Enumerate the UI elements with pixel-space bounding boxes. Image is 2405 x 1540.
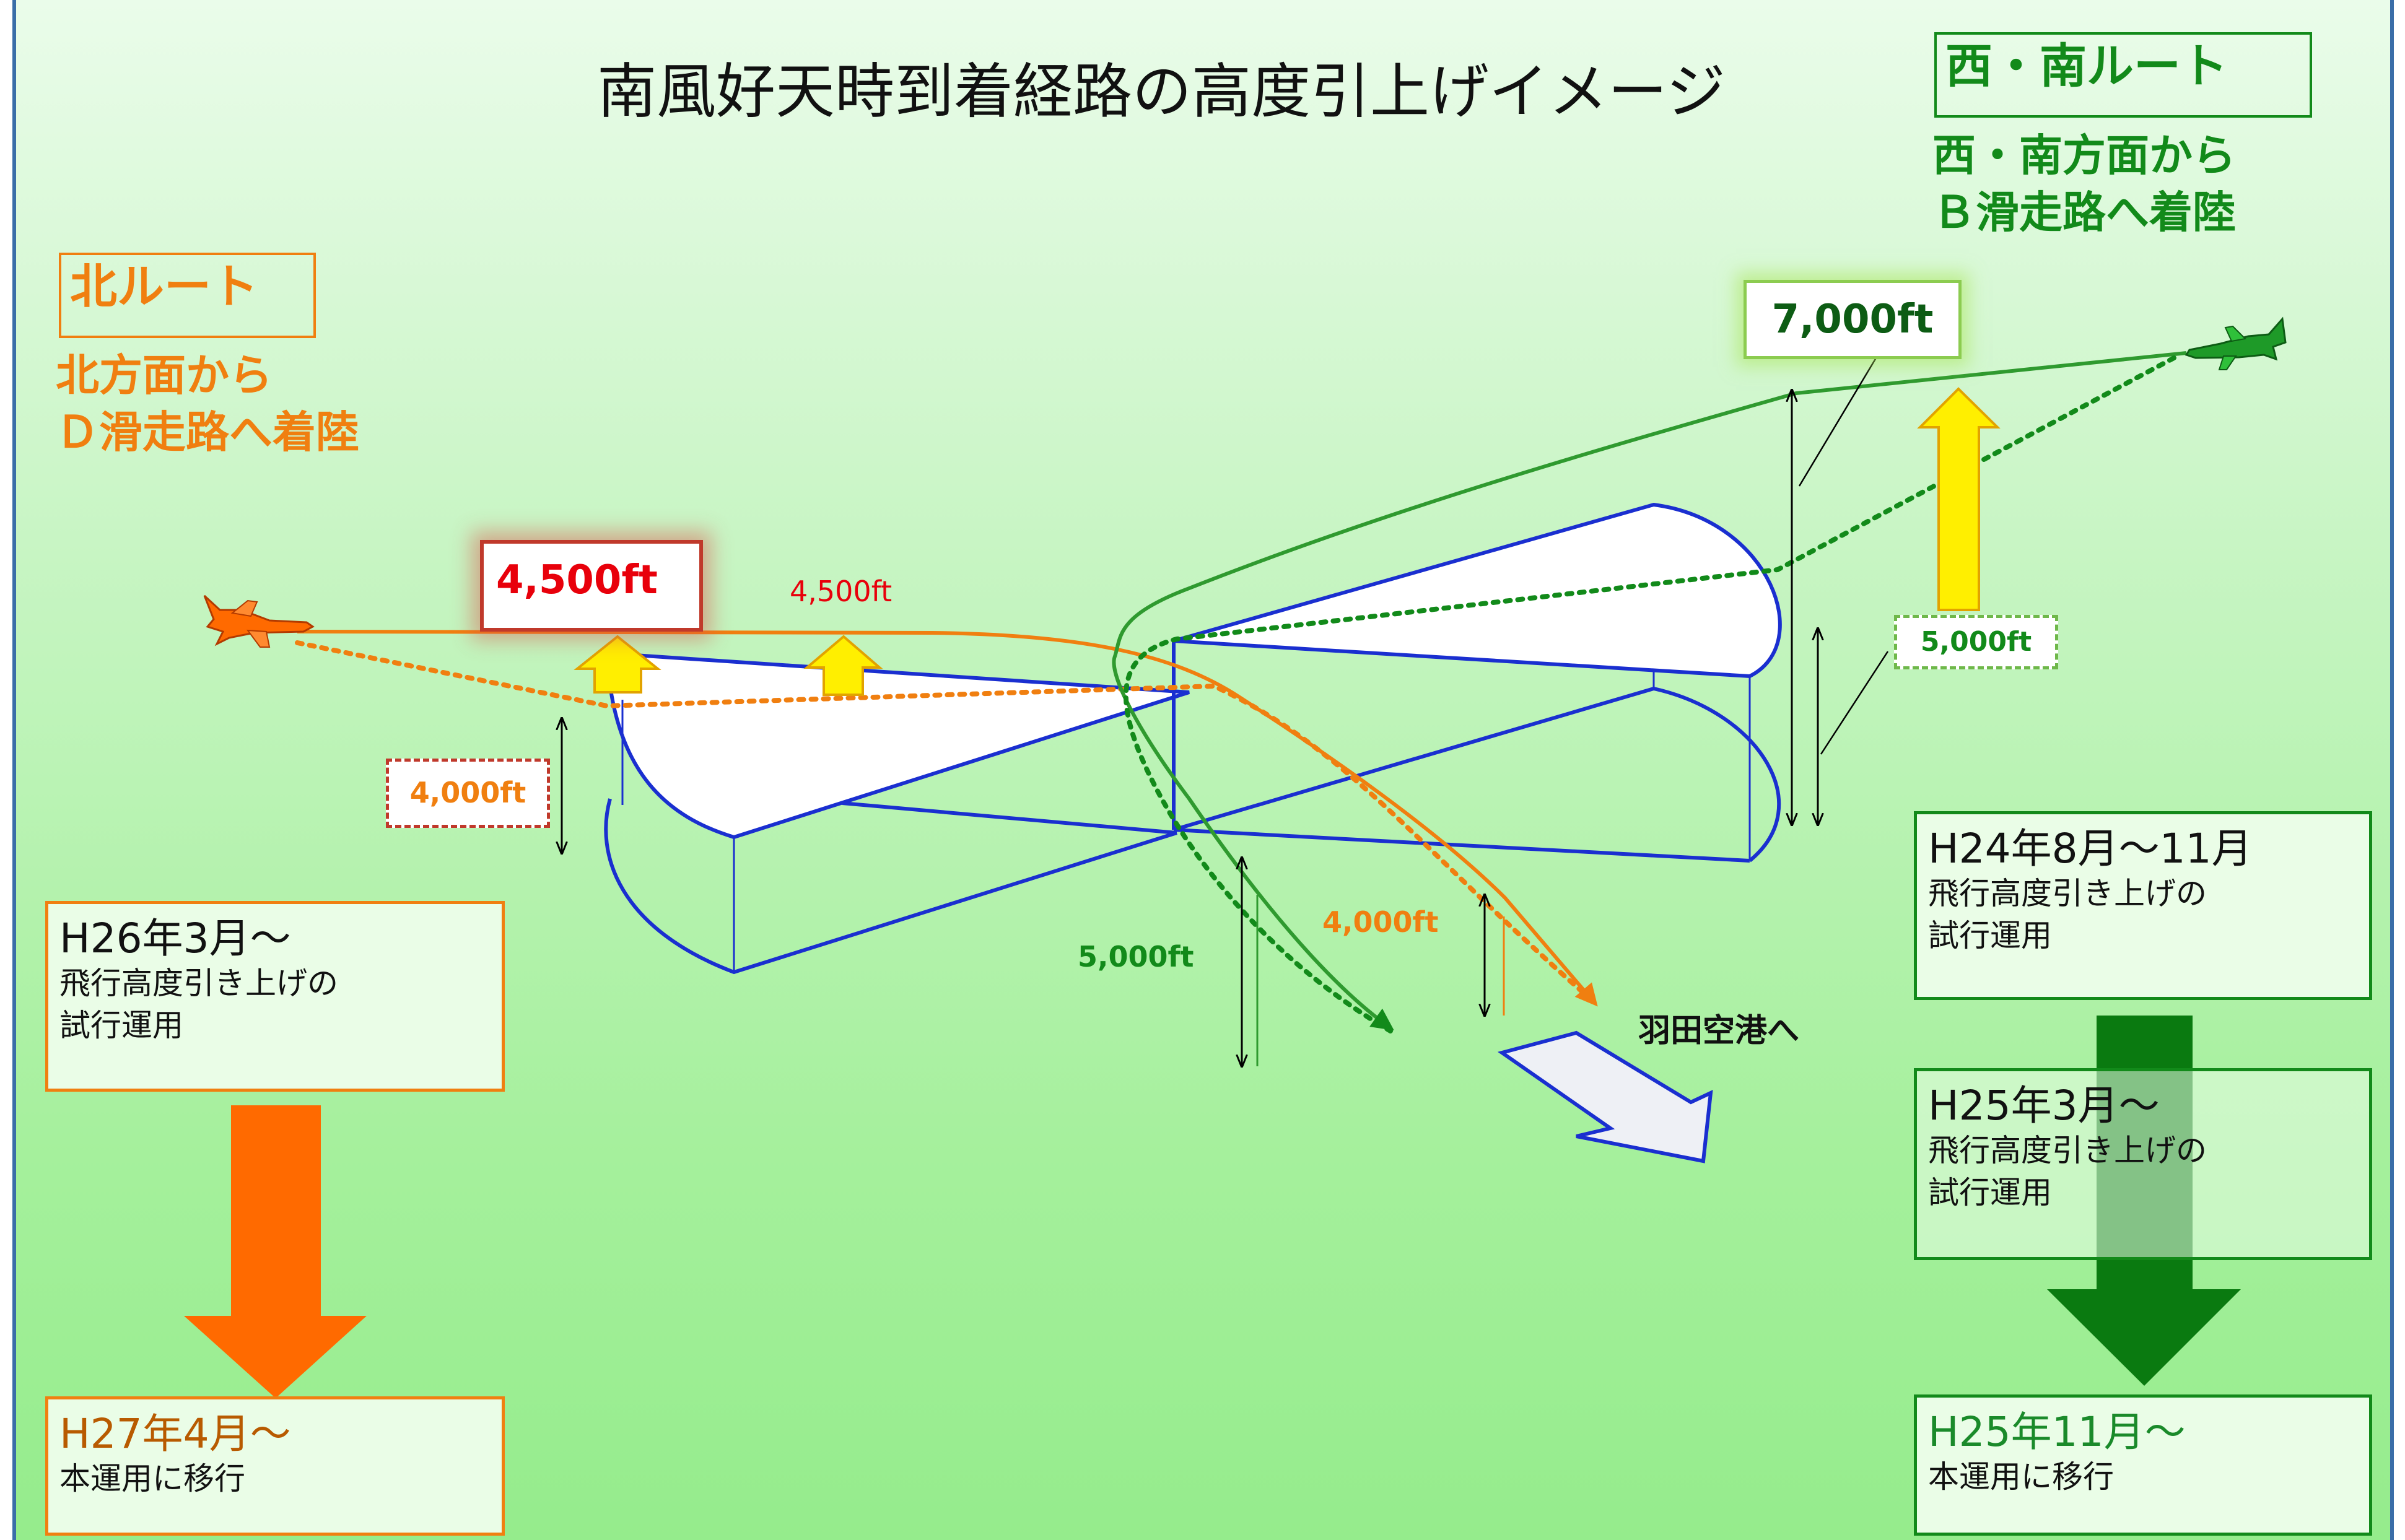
ws-route-box: 西・南ルート: [1934, 32, 2312, 118]
ws-raised-path: [1112, 351, 2187, 1031]
ws-route-desc: 西・南方面から Ｂ滑走路へ着陸: [1932, 127, 2236, 241]
north-timeline-box-2: H27年4月～ 本運用に移行: [45, 1396, 505, 1536]
ws-timeline-3-head: H25年11月～: [1928, 1408, 2186, 1456]
raise-arrow-north-2: [803, 635, 883, 696]
ws-timeline-2-head: H25年3月～: [1928, 1082, 2160, 1129]
ws-runway-bottom-fan: [1173, 686, 1781, 863]
north-timeline-arrow: [184, 1105, 367, 1398]
ws-timeline-box-3: H25年11月～ 本運用に移行: [1914, 1394, 2372, 1536]
north-route-box: 北ルート: [59, 253, 316, 338]
raise-arrow-north-1: [574, 635, 661, 694]
north-original-alt-box: 4,000ft: [386, 759, 550, 828]
ws-timeline-2-line2: 試行運用: [1928, 1174, 2052, 1211]
ws-timeline-1-head: H24年8月～11月: [1928, 825, 2253, 872]
green-airplane-icon: [2185, 316, 2287, 370]
north-timeline-1-line2: 試行運用: [59, 1007, 183, 1043]
ws-timeline-box-2: H25年3月～ 飛行高度引き上げの 試行運用: [1914, 1068, 2372, 1260]
ws-original-path: [1123, 355, 2176, 1033]
ws-original-alt-box: 5,000ft: [1894, 615, 2058, 669]
north-timeline-1-head: H26年3月～: [59, 915, 291, 962]
ws-timeline-2-line1: 飛行高度引き上げの: [1928, 1133, 2207, 1169]
north-raised-path: [297, 630, 1598, 1007]
haneda-arrow: [1497, 1030, 1713, 1164]
north-timeline-2-line1: 本運用に移行: [59, 1461, 245, 1497]
north-timeline-2-head: H27年4月～: [59, 1410, 291, 1458]
dimension-arrows: [562, 351, 1889, 1066]
north-route-desc-line1: 北方面から: [56, 350, 273, 401]
ws-timeline-1-line2: 試行運用: [1928, 917, 2052, 954]
ws-runway-shape: [1172, 502, 1782, 863]
ws-runway-top-fan: [1173, 502, 1782, 679]
north-original-path: [295, 640, 1594, 1003]
north-route-desc: 北方面から Ｄ滑走路へ着陸: [56, 347, 359, 461]
ws-timeline-box-1: H24年8月～11月 飛行高度引き上げの 試行運用: [1914, 811, 2372, 1000]
north-runway-bottom-fan: [604, 798, 1177, 975]
ws-raised-alt-box: 7,000ft: [1744, 280, 1962, 359]
north-route-name: 北ルート: [70, 259, 258, 314]
ws-timeline-1-line1: 飛行高度引き上げの: [1928, 876, 2207, 912]
raise-arrow-ws: [1917, 387, 2001, 611]
raise-arrows: [574, 387, 2001, 696]
haneda-label: 羽田空港へ: [1638, 1012, 1800, 1050]
ws-route-name: 西・南ルート: [1945, 38, 2228, 94]
page-title: 南風好天時到着経路の高度引上げイメージ: [596, 57, 1726, 126]
north-timeline-1-line1: 飛行高度引き上げの: [59, 965, 338, 1002]
ws-timeline-3-line1: 本運用に移行: [1928, 1459, 2114, 1495]
north-original-alt-label: 4,000ft: [1322, 905, 1439, 939]
north-raised-alt-box: 4,500ft: [480, 540, 703, 632]
ws-route-desc-line1: 西・南方面から: [1932, 130, 2236, 181]
north-route-desc-line2: Ｄ滑走路へ着陸: [56, 407, 359, 458]
ws-original-alt-label: 5,000ft: [1078, 940, 1194, 973]
ws-route-desc-line2: Ｂ滑走路へ着陸: [1932, 187, 2236, 238]
orange-airplane-icon: [203, 594, 315, 648]
north-raised-alt-label: 4,500ft: [790, 575, 893, 608]
north-timeline-box-1: H26年3月～ 飛行高度引き上げの 試行運用: [45, 901, 505, 1092]
